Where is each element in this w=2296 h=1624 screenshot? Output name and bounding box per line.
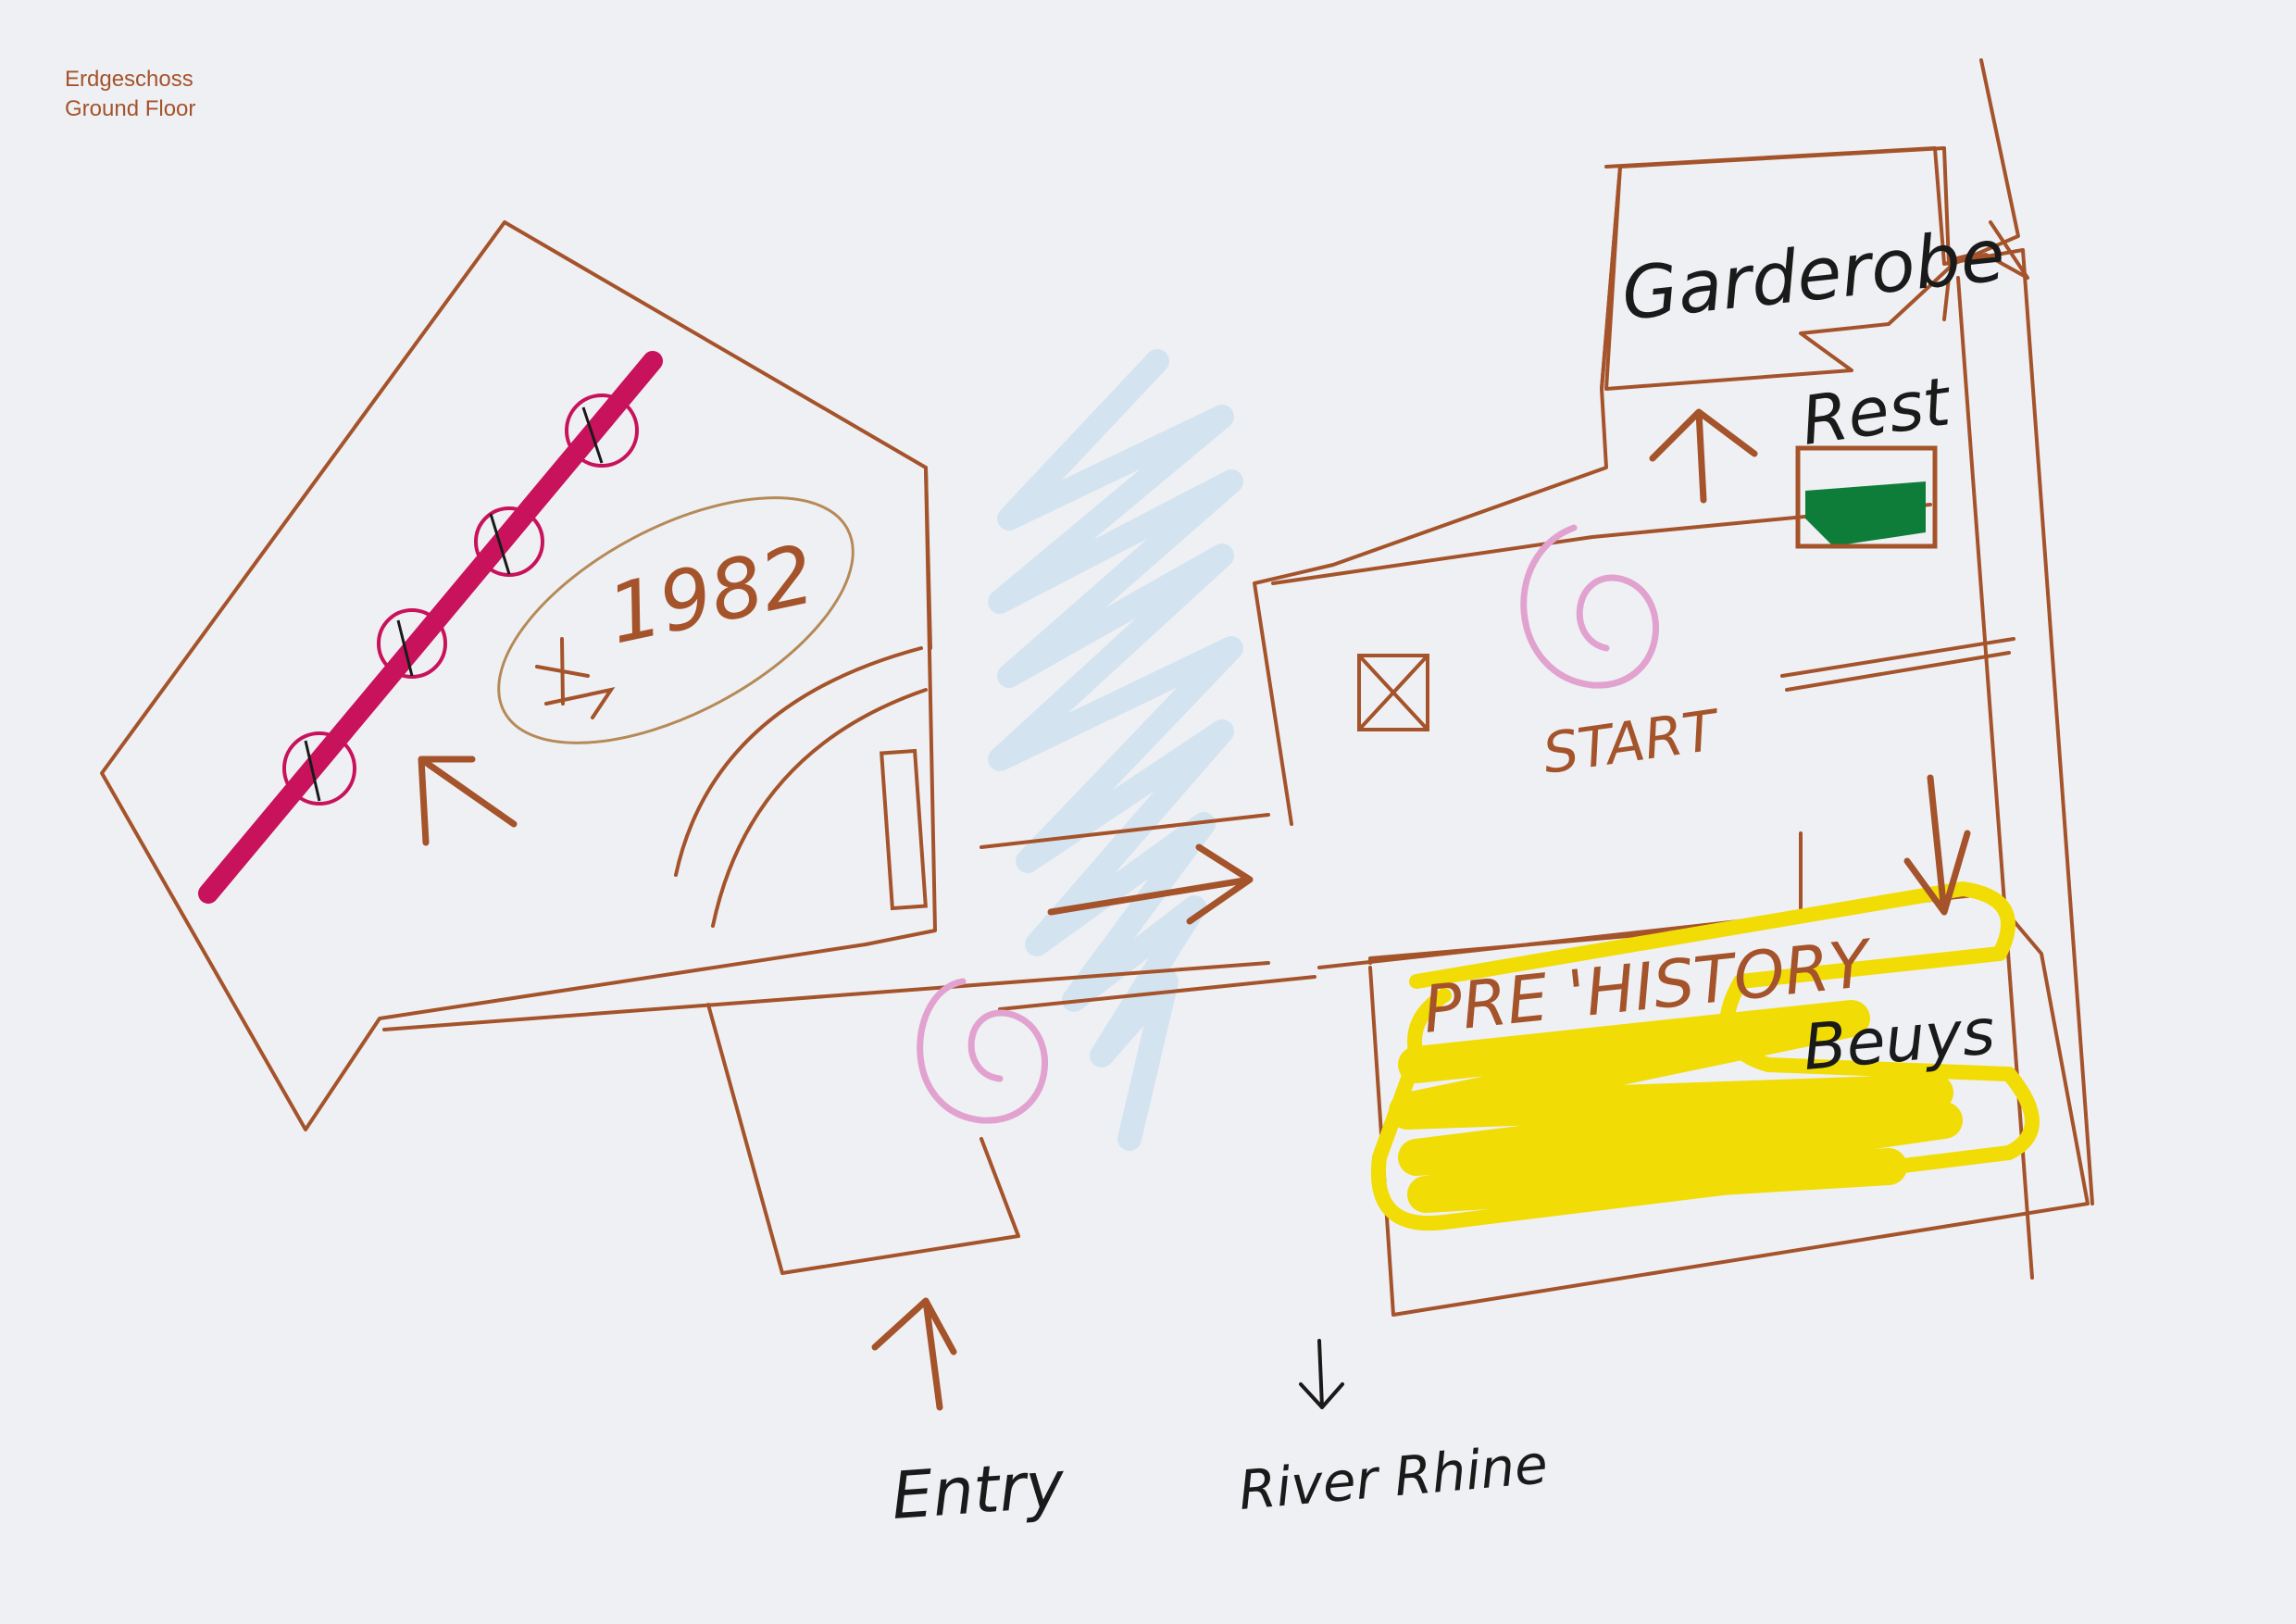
pink-spiral-entry — [917, 978, 1049, 1124]
magenta-artwork-line — [198, 351, 663, 904]
start-label: START — [1539, 698, 1725, 787]
pink-spiral-start — [1520, 524, 1660, 689]
year-label: 1982 — [600, 526, 822, 662]
river-label: River Rhine — [1236, 1432, 1550, 1522]
garderobe-room — [1600, 146, 2094, 1206]
arrow-down-beuys — [1903, 774, 1971, 916]
arrow-left-wing — [418, 756, 518, 846]
entry-corridor — [382, 813, 1316, 1275]
beuys-yellow-scribble — [1370, 881, 2040, 1231]
brown-arrows — [418, 408, 1971, 1411]
left-wing-room — [100, 220, 937, 1131]
right-block-hall — [1253, 58, 2034, 1280]
garderobe-label: Garderobe — [1618, 214, 2009, 337]
entry-label: Entry — [889, 1446, 1067, 1534]
stair-connector — [674, 646, 928, 928]
arrow-corridor-right — [1047, 843, 1254, 925]
floor-label-german: Erdgeschoss — [65, 67, 193, 92]
rest-label: Rest — [1797, 362, 1957, 460]
beuys-label: Beuys — [1801, 995, 1998, 1085]
corridor-blue-scribble — [988, 349, 1243, 1151]
floor-label-english: Ground Floor — [65, 96, 196, 121]
floor-label: Erdgeschoss Ground Floor — [65, 65, 195, 124]
info-desk-box — [1357, 654, 1429, 731]
restaurant-box — [1795, 445, 1938, 549]
arrow-up-entry — [871, 1297, 957, 1411]
river-arrow — [1299, 1339, 1344, 1409]
arrow-up-garderobe — [1649, 408, 1758, 504]
